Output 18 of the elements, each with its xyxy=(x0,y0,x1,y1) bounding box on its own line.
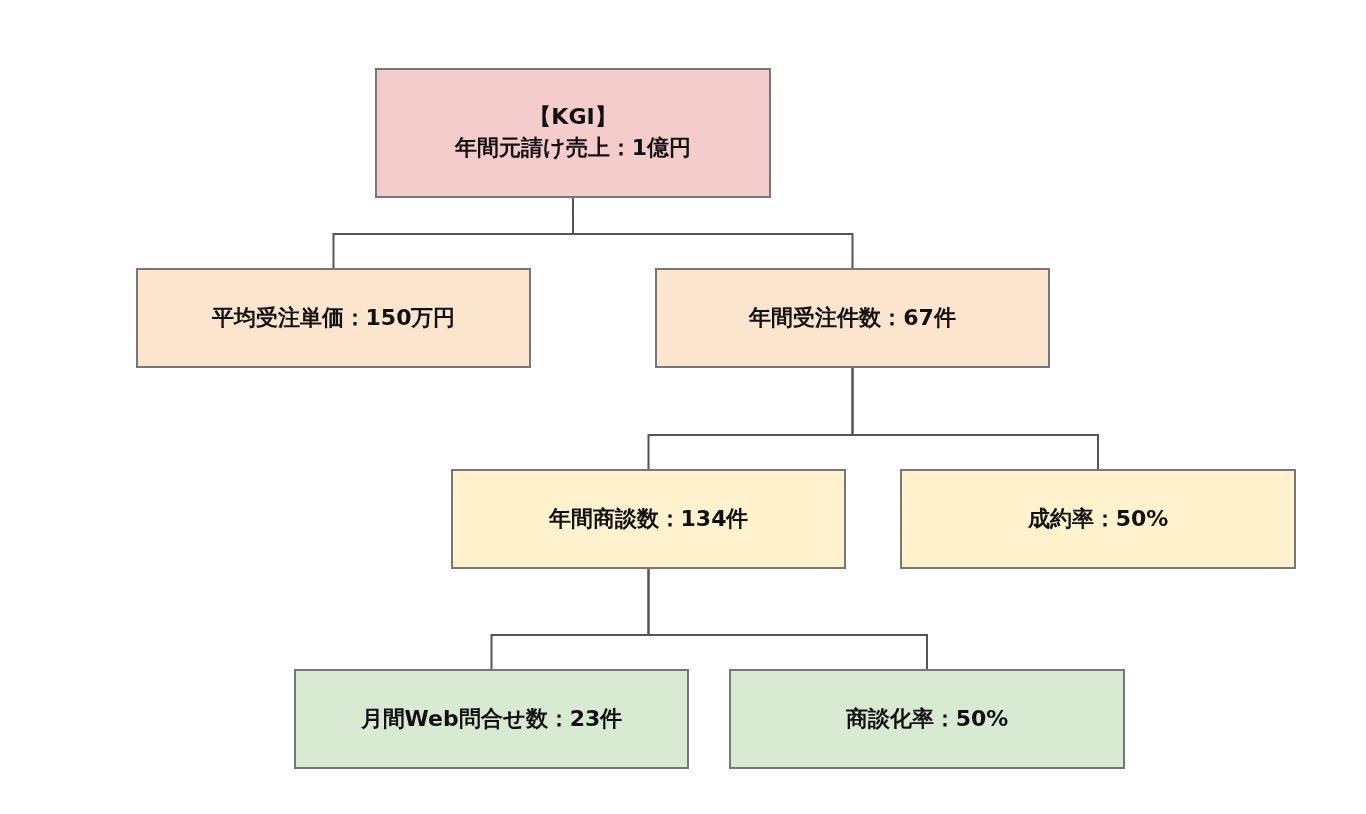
metric-box xyxy=(136,268,531,368)
metric-box xyxy=(451,469,846,569)
connector-line xyxy=(647,568,928,670)
box-label: 月間Web問合せ数：23件 xyxy=(360,704,623,733)
connector-line xyxy=(572,197,854,269)
box-label: 年間受注件数：67件 xyxy=(749,303,956,332)
metric-box xyxy=(655,268,1050,368)
box-label: 商談化率：50% xyxy=(845,704,1009,733)
metric-box xyxy=(729,669,1125,769)
metric-box xyxy=(375,68,771,198)
box-label: 年間商談数：134件 xyxy=(548,504,749,533)
box-label: 成約率：50% xyxy=(1027,504,1169,533)
metric-box xyxy=(900,469,1296,569)
connector-line xyxy=(851,367,1099,470)
box-heading: 【KGI】 xyxy=(529,103,617,132)
box-label: 平均受注単価：150万円 xyxy=(211,303,456,332)
metric-box xyxy=(294,669,689,769)
box-label: 年間元請け売上：1億円 xyxy=(454,134,692,162)
